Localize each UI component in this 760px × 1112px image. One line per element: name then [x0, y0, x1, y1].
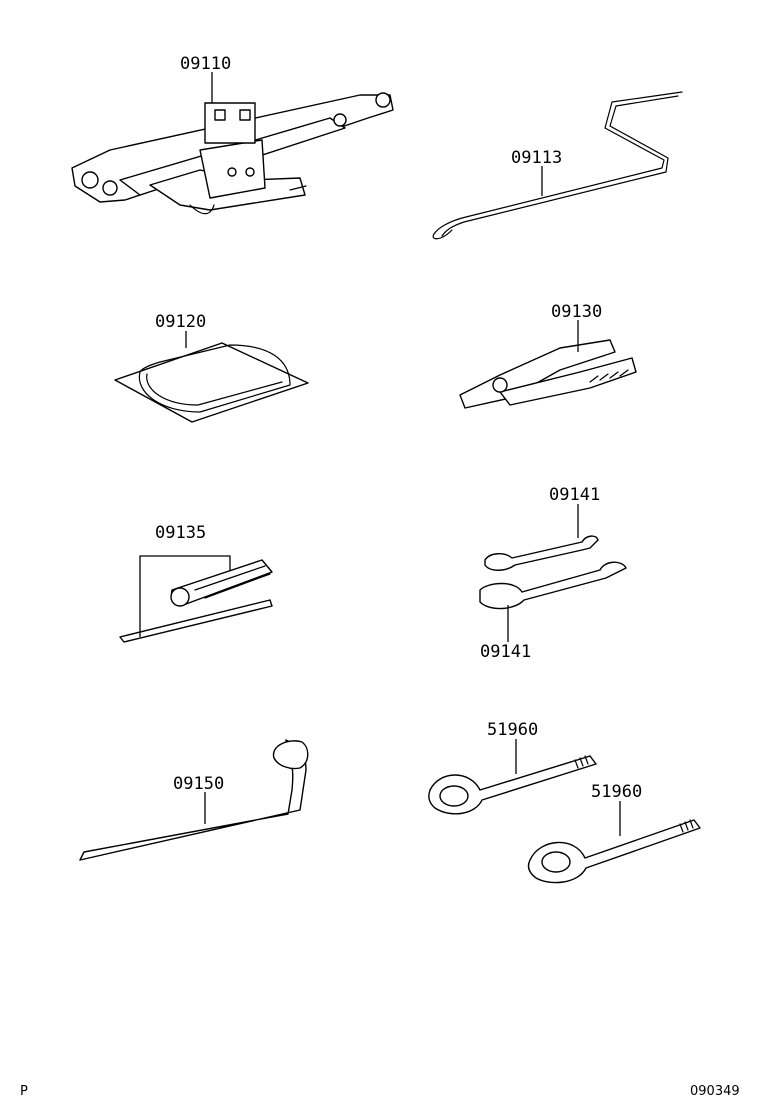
screwdriver-leader: [139, 555, 231, 637]
pliers-part-number: 09130: [551, 302, 602, 322]
lug-wrench-part-number: 09150: [173, 774, 224, 794]
wrench-upper-drawing[interactable]: [484, 535, 599, 571]
wrench-upper-part-number: 09141: [549, 485, 600, 505]
lug-wrench-drawing[interactable]: [79, 739, 309, 861]
jack-part-number: 09110: [180, 54, 231, 74]
wrench-lower-part-number: 09141: [480, 642, 531, 662]
diagram-code: 090349: [690, 1084, 740, 1099]
jack-handle-part-number: 09113: [511, 148, 562, 168]
towing-eye-lower-drawing[interactable]: [527, 819, 701, 884]
wrench-lower-drawing[interactable]: [479, 561, 627, 610]
tool-bag-part-number: 09120: [155, 312, 206, 332]
screwdriver-drawing[interactable]: [119, 559, 273, 643]
footer-left-mark: P: [20, 1084, 28, 1099]
towing-eye-lower-part-number: 51960: [591, 782, 642, 802]
jack-handle-drawing[interactable]: [432, 91, 683, 240]
screwdriver-part-number: 09135: [155, 523, 206, 543]
towing-eye-upper-part-number: 51960: [487, 720, 538, 740]
jack-drawing[interactable]: [71, 92, 394, 215]
towing-eye-upper-drawing[interactable]: [428, 755, 597, 815]
pliers-drawing[interactable]: [459, 339, 637, 409]
tool-bag-drawing[interactable]: [114, 342, 309, 423]
